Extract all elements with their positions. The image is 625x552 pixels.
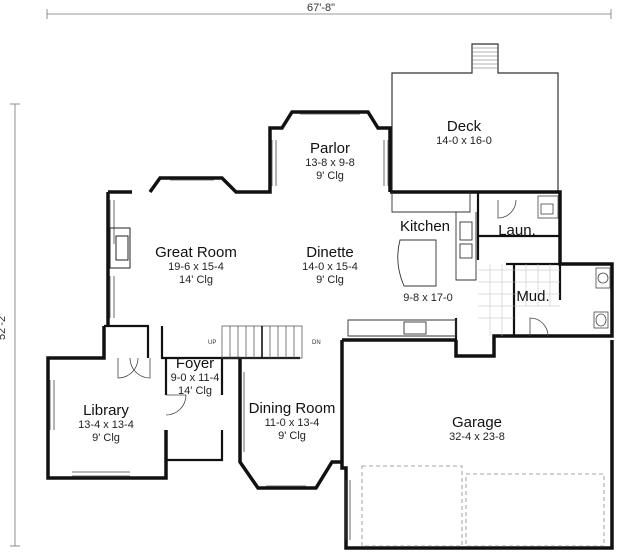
room-great-room: Great Room 19-6 x 15-4 14' Clg xyxy=(146,244,246,287)
deck-stair xyxy=(472,47,498,69)
room-great-room-name: Great Room xyxy=(155,244,237,261)
room-great-room-dims: 19-6 x 15-4 xyxy=(168,261,224,274)
kitchen-cabinets xyxy=(347,192,477,337)
stair-down-label: DN xyxy=(312,340,321,346)
room-laundry: Laun. xyxy=(492,222,542,239)
room-kitchen-name: Kitchen xyxy=(399,218,451,235)
room-parlor: Parlor 13-8 x 9-8 9' Clg xyxy=(290,140,370,183)
room-garage-name: Garage xyxy=(451,414,503,431)
doors xyxy=(117,199,549,416)
room-foyer: Foyer 9-0 x 11-4 14' Clg xyxy=(160,355,230,398)
room-deck: Deck 14-0 x 16-0 xyxy=(424,118,504,148)
windows xyxy=(49,113,389,540)
stairs xyxy=(221,325,303,359)
room-foyer-name: Foyer xyxy=(175,355,215,372)
mud-tile-grid xyxy=(478,264,560,336)
room-great-room-clg: 14' Clg xyxy=(179,273,213,286)
room-library-name: Library xyxy=(83,402,129,419)
overall-depth: 52'-2" xyxy=(0,311,9,341)
room-dining-name: Dining Room xyxy=(248,400,336,417)
room-parlor-dims: 13-8 x 9-8 xyxy=(305,157,355,170)
room-deck-name: Deck xyxy=(446,118,482,135)
room-library-dims: 13-4 x 13-4 xyxy=(78,419,134,432)
room-kitchen-dims-text: 9-8 x 17-0 xyxy=(403,292,453,304)
room-dinette-dims: 14-0 x 15-4 xyxy=(302,261,358,274)
garage-doors xyxy=(361,465,605,547)
dimension-lines xyxy=(10,9,612,547)
room-library: Library 13-4 x 13-4 9' Clg xyxy=(66,402,146,445)
room-dining: Dining Room 11-0 x 13-4 9' Clg xyxy=(246,400,338,443)
room-foyer-dims: 9-0 x 11-4 xyxy=(170,372,220,385)
overall-width: 67'-8" xyxy=(307,2,336,14)
room-library-clg: 9' Clg xyxy=(92,431,120,444)
room-kitchen-dims: 9-8 x 17-0 xyxy=(398,292,458,305)
laundry-fixtures xyxy=(537,195,611,329)
room-mud: Mud. xyxy=(508,288,558,305)
room-kitchen: Kitchen xyxy=(395,218,455,235)
stair-up-label: UP xyxy=(208,340,217,346)
room-foyer-clg: 14' Clg xyxy=(178,384,212,397)
room-parlor-name: Parlor xyxy=(309,140,350,157)
room-parlor-clg: 9' Clg xyxy=(316,169,344,182)
deck-outline xyxy=(391,43,559,192)
room-dinette-name: Dinette xyxy=(306,244,354,261)
room-dining-clg: 9' Clg xyxy=(278,429,306,442)
room-garage-dims: 32-4 x 23-8 xyxy=(449,431,505,444)
fireplace xyxy=(109,227,131,269)
room-mud-name: Mud. xyxy=(516,288,550,305)
room-dining-dims: 11-0 x 13-4 xyxy=(264,417,320,430)
room-laundry-name: Laun. xyxy=(498,222,536,239)
room-dinette-clg: 9' Clg xyxy=(316,273,344,286)
room-deck-dims: 14-0 x 16-0 xyxy=(436,135,492,148)
room-garage: Garage 32-4 x 23-8 xyxy=(432,414,522,444)
room-dinette: Dinette 14-0 x 15-4 9' Clg xyxy=(290,244,370,287)
